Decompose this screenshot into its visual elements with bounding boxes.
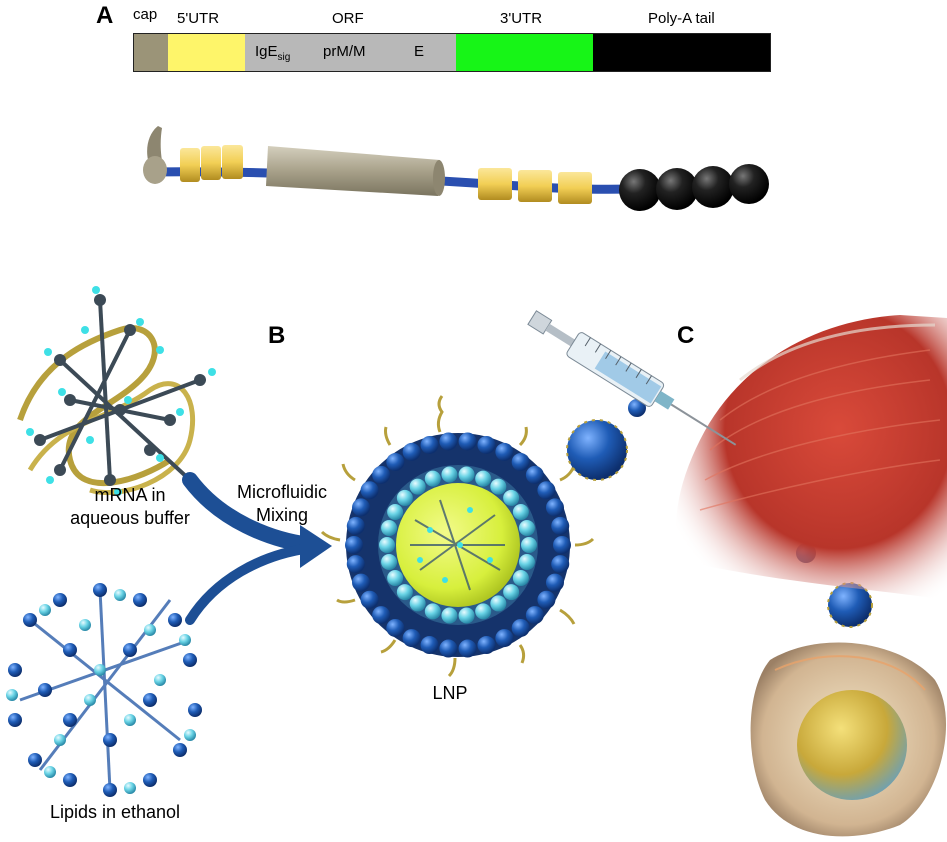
inner-lipid-head bbox=[441, 466, 458, 483]
inner-lipid-head bbox=[475, 470, 492, 487]
outer-lipid-head bbox=[372, 465, 391, 484]
polya-segment bbox=[593, 34, 770, 71]
outer-lipid-head bbox=[352, 498, 371, 517]
mrna-3d-model bbox=[143, 126, 769, 211]
outer-lipid-head bbox=[346, 516, 365, 535]
orf-cylinder bbox=[266, 146, 440, 196]
inner-lipid-head bbox=[396, 489, 413, 506]
mrna-construct-bar: IgEsig prM/M E bbox=[133, 33, 771, 72]
inner-lipid-head bbox=[409, 478, 426, 495]
inner-lipid-head bbox=[503, 489, 520, 506]
inner-lipid-head bbox=[387, 504, 404, 521]
outer-lipid-head bbox=[525, 606, 544, 625]
small-lnp-4 bbox=[827, 582, 873, 628]
lnp-particle bbox=[320, 395, 595, 678]
ige-sig-label: IgEsig bbox=[255, 43, 291, 63]
utr5-label: 5'UTR bbox=[177, 10, 220, 27]
prm-m-label: prM/M bbox=[323, 43, 366, 60]
inner-lipid-head bbox=[458, 607, 475, 624]
outer-lipid-head bbox=[551, 516, 570, 535]
inner-lipid-head bbox=[518, 553, 535, 570]
inner-lipid-head bbox=[409, 595, 426, 612]
polya-label: Poly-A tail bbox=[648, 10, 715, 27]
outer-lipid-head bbox=[495, 629, 514, 648]
outer-lipid-head bbox=[386, 453, 405, 472]
outer-lipid-head bbox=[495, 442, 514, 461]
utr3-segment bbox=[456, 34, 593, 71]
panel-letter-c: C bbox=[677, 322, 695, 349]
target-cell bbox=[750, 642, 947, 837]
outer-lipid-head bbox=[402, 629, 421, 648]
outer-lipid-head bbox=[537, 590, 556, 609]
small-lnp-1 bbox=[566, 419, 628, 481]
mixing-arrow bbox=[182, 472, 332, 625]
inner-lipid-head bbox=[490, 478, 507, 495]
outer-lipid-head bbox=[420, 435, 439, 454]
outer-lipid-head bbox=[360, 590, 379, 609]
outer-lipid-head bbox=[386, 618, 405, 637]
outer-lipid-head bbox=[372, 606, 391, 625]
inner-lipid-head bbox=[396, 584, 413, 601]
cap-label: cap bbox=[133, 6, 158, 23]
arrow-head bbox=[300, 525, 332, 568]
cell-nucleus bbox=[797, 690, 907, 800]
lipid-molecule-icon bbox=[6, 583, 202, 797]
outer-lipid-head bbox=[458, 639, 477, 658]
utr3-label: 3'UTR bbox=[500, 10, 543, 27]
inner-lipid-head bbox=[512, 504, 529, 521]
outer-lipid-head bbox=[345, 536, 363, 554]
lipids-caption: Lipids in ethanol bbox=[49, 802, 181, 822]
inner-lipid-head bbox=[379, 537, 395, 553]
inner-lipid-head bbox=[387, 569, 404, 586]
e-label: E bbox=[414, 43, 425, 60]
outer-lipid-head bbox=[439, 432, 458, 451]
syringe-icon bbox=[527, 310, 737, 446]
cap-segment bbox=[134, 34, 168, 71]
inner-lipid-head bbox=[521, 537, 537, 553]
outer-lipid-head bbox=[420, 636, 439, 655]
utr5-beads bbox=[180, 145, 243, 182]
inner-lipid-head bbox=[512, 569, 529, 586]
outer-lipid-head bbox=[551, 555, 570, 574]
panel-letter-a: A bbox=[96, 2, 114, 29]
panel-letter-b: B bbox=[268, 322, 286, 349]
outer-lipid-head bbox=[525, 465, 544, 484]
outer-lipid-head bbox=[545, 573, 564, 592]
inner-lipid-head bbox=[475, 603, 492, 620]
outer-lipid-head bbox=[477, 435, 496, 454]
outer-lipid-head bbox=[511, 453, 530, 472]
outer-lipid-head bbox=[360, 481, 379, 500]
outer-lipid-head bbox=[439, 639, 458, 658]
lnp-caption: LNP bbox=[432, 683, 468, 703]
inner-lipid-head bbox=[424, 603, 441, 620]
inner-lipid-head bbox=[518, 520, 535, 537]
outer-lipid-head bbox=[537, 481, 556, 500]
outer-lipid-head bbox=[553, 536, 571, 554]
polya-beads bbox=[619, 164, 769, 211]
orf-label: ORF bbox=[332, 10, 364, 27]
outer-lipid-head bbox=[511, 618, 530, 637]
inner-lipid-head bbox=[503, 584, 520, 601]
inner-lipid-head bbox=[424, 470, 441, 487]
utr3-beads bbox=[478, 168, 592, 204]
inner-lipid-head bbox=[381, 520, 398, 537]
inner-lipid-head bbox=[490, 595, 507, 612]
mixing-caption: Microfluidic Mixing bbox=[236, 482, 328, 525]
inner-lipid-head bbox=[458, 466, 475, 483]
outer-lipid-head bbox=[458, 432, 477, 451]
outer-lipid-head bbox=[545, 498, 564, 517]
mrna-caption: mRNA in aqueous buffer bbox=[70, 485, 190, 528]
inner-lipid-head bbox=[441, 607, 458, 624]
muscle-tissue bbox=[676, 315, 947, 600]
outer-lipid-head bbox=[402, 442, 421, 461]
outer-lipid-head bbox=[346, 555, 365, 574]
inner-lipid-head bbox=[381, 553, 398, 570]
utr5-segment bbox=[168, 34, 245, 71]
outer-lipid-head bbox=[477, 636, 496, 655]
outer-lipid-head bbox=[352, 573, 371, 592]
mrna-molecule-icon bbox=[17, 286, 216, 496]
orf-segment: IgEsig prM/M E bbox=[245, 34, 456, 71]
small-lnp-2 bbox=[628, 399, 646, 417]
